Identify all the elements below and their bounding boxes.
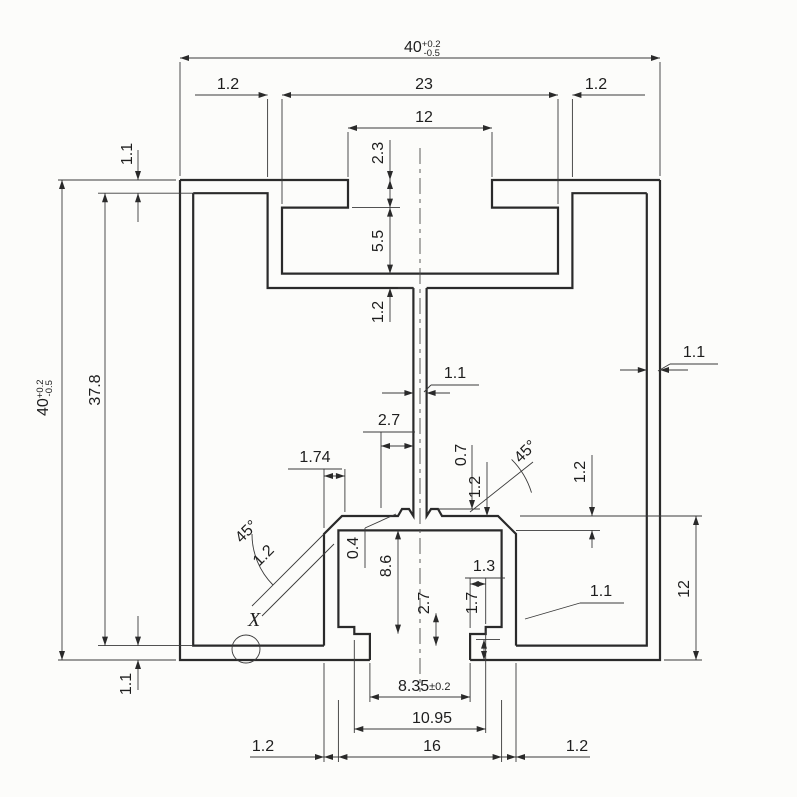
dim-box-plate: 1.2 [572,461,589,483]
dim-top-wall-left: 1.2 [217,76,239,93]
dim-bottom-opening: 8.35±0.2 [398,678,450,695]
dim-bottom-plate: 1.1 [118,673,135,695]
profile-outline [178,148,662,692]
extension-lines [58,62,718,762]
dim-cavity-height: 8.6 [378,555,395,577]
dim-top-slot-width: 23 [415,76,433,93]
dim-lip-wall: 1.1 [590,583,612,600]
dimension-lines [59,55,699,760]
dim-slot-floor: 1.2 [370,301,387,323]
detail-circle [231,634,261,664]
dim-angle-left: 45° [232,517,261,546]
dim-rib-left: 1.2 [250,542,278,570]
dim-rib-right: 1.2 [467,476,484,498]
dim-overall-width: 40+0.2-0.5 [404,39,441,59]
dim-box-width: 16 [423,738,441,755]
dim-box-height: 12 [676,580,693,598]
dim-lip-drop: 2.7 [416,592,433,614]
dim-overall-height: 40+0.2-0.5 [35,379,55,416]
dim-inner-height: 37.8 [87,374,104,405]
dim-lip-step: 1.3 [473,558,495,575]
inner-walls [192,192,648,647]
dim-cavity-width: 10.95 [412,710,452,727]
extension-line-set [58,62,718,762]
dim-step: 0.4 [345,537,362,559]
dim-angle-right: 45° [511,437,540,466]
dim-chamfer-offset: 1.74 [299,449,330,466]
web-and-box [322,288,518,646]
dim-web: 1.1 [444,365,466,382]
dim-box-wall-left: 1.2 [252,738,274,755]
dimension-labels: 40+0.2-0.5 1.2 23 1.2 12 2.3 1.1 5.5 1.2… [35,39,705,755]
dim-top-opening: 12 [415,109,433,126]
outline-sides-bottom [178,180,662,662]
detail-label: X [247,609,261,631]
dim-top-wall-right: 1.2 [585,76,607,93]
dim-web-offset: 2.7 [378,412,400,429]
dim-bump-height: 0.7 [453,444,470,466]
dim-lip-depth: 2.3 [370,142,387,164]
dim-box-wall-right: 1.2 [566,738,588,755]
dim-slot-depth: 5.5 [370,230,387,252]
dim-right-wall: 1.1 [683,344,705,361]
dim-lip-inner: 1.7 [464,592,481,614]
dim-top-plate: 1.1 [119,143,136,165]
